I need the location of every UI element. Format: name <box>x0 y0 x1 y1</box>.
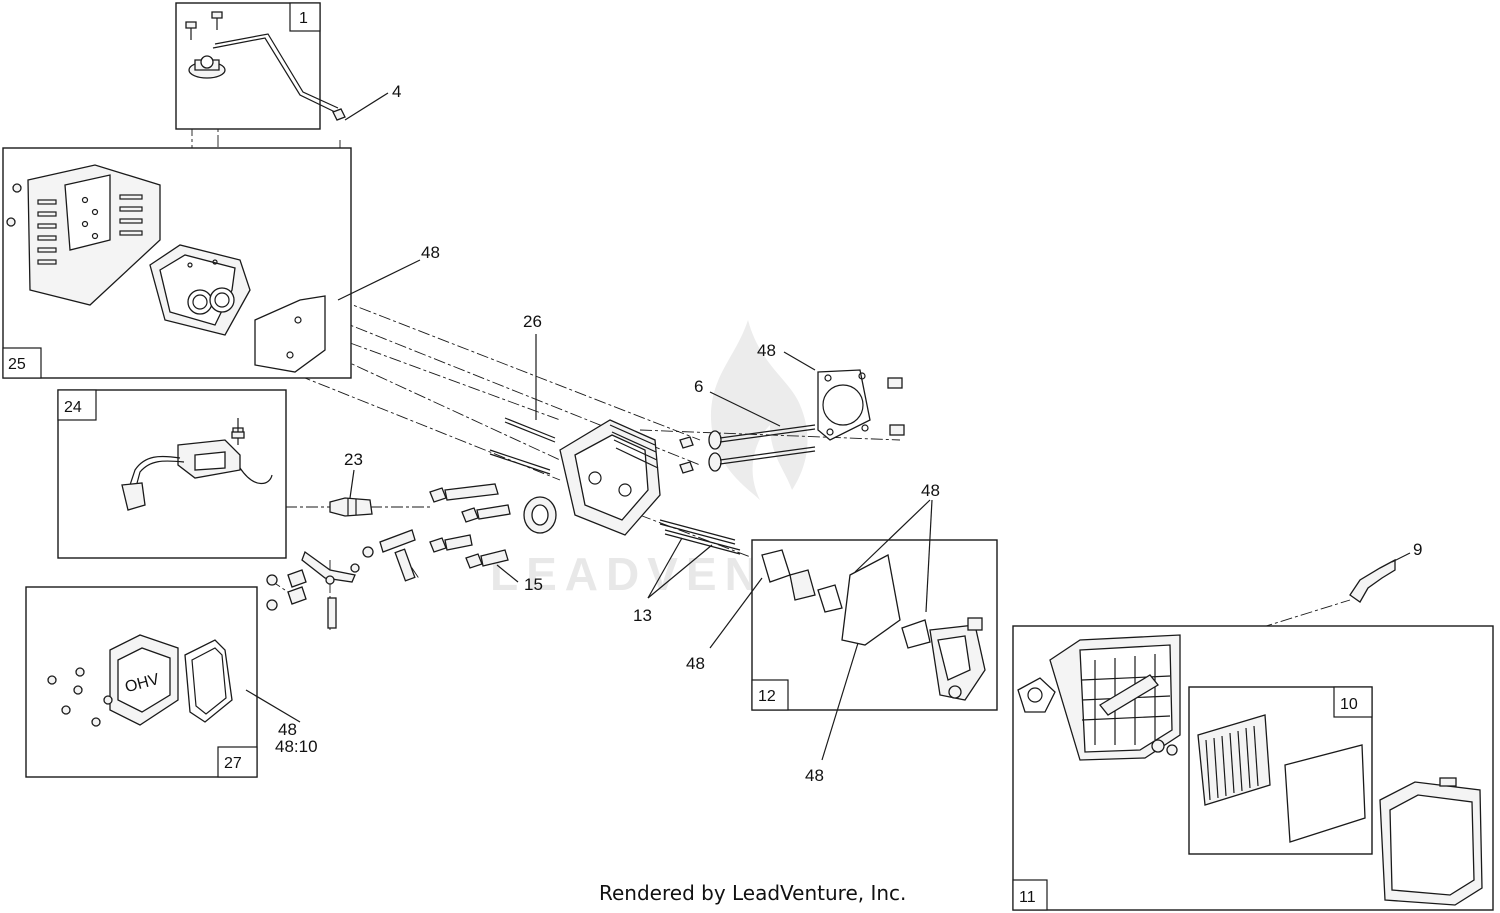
carburetor-icon <box>929 617 986 701</box>
box-12-assembly: 12 <box>751 539 998 711</box>
box-1-assembly: 1 <box>175 2 346 130</box>
pre-filter-icon <box>1284 744 1366 843</box>
breather-tube-icon <box>1349 558 1396 603</box>
spark-plug-icon <box>329 497 373 517</box>
valve-cover-icon: OHV <box>109 634 179 726</box>
ignition-coil-icon <box>121 418 273 511</box>
callout-48-carb-top: 48 <box>921 481 940 500</box>
air-filter-cover-icon <box>1379 777 1483 906</box>
callout-48-head: 48 <box>757 341 776 360</box>
callout-9: 9 <box>1413 540 1422 559</box>
box-11-assembly: 11 10 <box>1012 625 1494 911</box>
box-27-tag <box>217 746 258 778</box>
air-filter-element-icon <box>1197 714 1271 806</box>
box-25-assembly: 25 <box>2 147 352 379</box>
callout-4: 4 <box>392 82 401 101</box>
box-1-tag <box>289 2 321 32</box>
box-27-label: 27 <box>224 755 242 772</box>
box-24-assembly: 24 <box>57 389 287 559</box>
carburetor-gaskets-icon <box>761 549 931 649</box>
valve-cover-gasket-icon <box>184 639 233 723</box>
callout-48-valve-cover: 48 <box>278 720 297 739</box>
box-10-tag <box>1333 686 1373 718</box>
screw-icon <box>47 667 113 727</box>
cylinder-head-icon <box>559 419 661 536</box>
screw-icon <box>185 11 223 40</box>
box-11-tag <box>1012 879 1048 911</box>
box-25-label: 25 <box>8 356 26 373</box>
oil-sensor-icon <box>188 33 346 121</box>
box-10-label: 10 <box>1340 696 1358 713</box>
box-27-assembly: 27 OHV <box>25 586 258 778</box>
head-studs-icon <box>489 417 741 555</box>
callout-15: 15 <box>524 575 543 594</box>
muffler-icon <box>149 244 251 336</box>
callout-48-carb-bottom: 48 <box>805 766 824 785</box>
box-25-tag <box>2 347 42 379</box>
pulley-icon <box>523 496 557 534</box>
footer-credit: Rendered by LeadVenture, Inc. <box>599 881 906 905</box>
box-1-label: 1 <box>299 10 308 27</box>
callout-26: 26 <box>523 312 542 331</box>
box-12-label: 12 <box>758 688 776 705</box>
box-24-tag <box>57 389 97 421</box>
heat-shield-icon <box>6 164 161 306</box>
box-24-label: 24 <box>64 399 82 416</box>
box-11-label: 11 <box>1019 889 1036 906</box>
head-gasket-icon <box>817 369 871 441</box>
callout-48-carb-left: 48 <box>686 654 705 673</box>
callout-48-muffler: 48 <box>421 243 440 262</box>
dowel-pin-icon <box>887 377 905 436</box>
box-10-assembly: 10 <box>1188 686 1373 855</box>
muffler-gasket-icon <box>254 295 326 373</box>
air-filter-gasket-icon <box>1017 677 1056 713</box>
air-filter-base-icon <box>1049 634 1181 761</box>
callout-13: 13 <box>633 606 652 625</box>
head-bolts-icon <box>379 483 511 569</box>
callout-6: 6 <box>694 377 703 396</box>
callouts: 4 48 26 48 6 23 48 9 15 13 48 48 48:10 4… <box>245 82 1422 785</box>
callout-48-10: 48:10 <box>275 737 318 756</box>
valves-icon <box>679 424 816 474</box>
callout-23: 23 <box>344 450 363 469</box>
rocker-arm-icon <box>301 546 416 629</box>
valve-spring-icon <box>266 569 307 611</box>
box-12-tag <box>751 679 789 711</box>
